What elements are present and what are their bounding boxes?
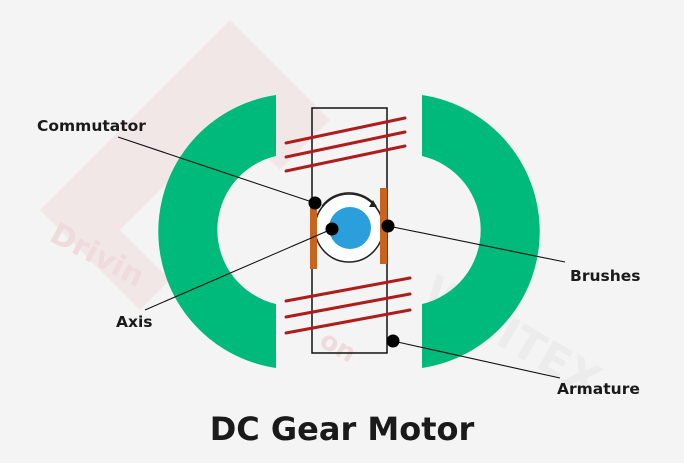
- right-magnet: [422, 95, 540, 368]
- label-commutator: Commutator: [37, 117, 146, 135]
- leader-armature: [392, 340, 561, 379]
- winding-line: [284, 292, 412, 319]
- leader-brushes: [387, 225, 566, 263]
- left-magnet: [158, 95, 276, 368]
- winding-line: [284, 144, 407, 173]
- leader-axis: [144, 228, 333, 311]
- leader-lines: [117, 136, 566, 379]
- leader-commutator: [117, 136, 316, 204]
- diagram-title: DC Gear Motor: [210, 410, 475, 448]
- winding-line: [284, 308, 412, 335]
- brush-left: [310, 203, 317, 269]
- winding-line: [284, 130, 407, 159]
- marker-dot-commutator: [308, 196, 322, 210]
- winding-line: [284, 276, 412, 303]
- winding-line: [284, 116, 407, 145]
- marker-dot-armature: [386, 334, 400, 348]
- label-armature: Armature: [557, 380, 640, 398]
- label-brushes: Brushes: [570, 267, 641, 285]
- axis-shaft: [329, 207, 371, 249]
- label-axis: Axis: [116, 313, 153, 331]
- marker-dot-axis: [325, 222, 339, 236]
- watermark-text-mid: on: [315, 325, 362, 369]
- lower-windings: [284, 276, 412, 335]
- upper-windings: [284, 116, 407, 173]
- marker-dot-brushes: [381, 219, 395, 233]
- commutator-arrow: [321, 192, 377, 207]
- commutator-arrow-head: [369, 200, 377, 207]
